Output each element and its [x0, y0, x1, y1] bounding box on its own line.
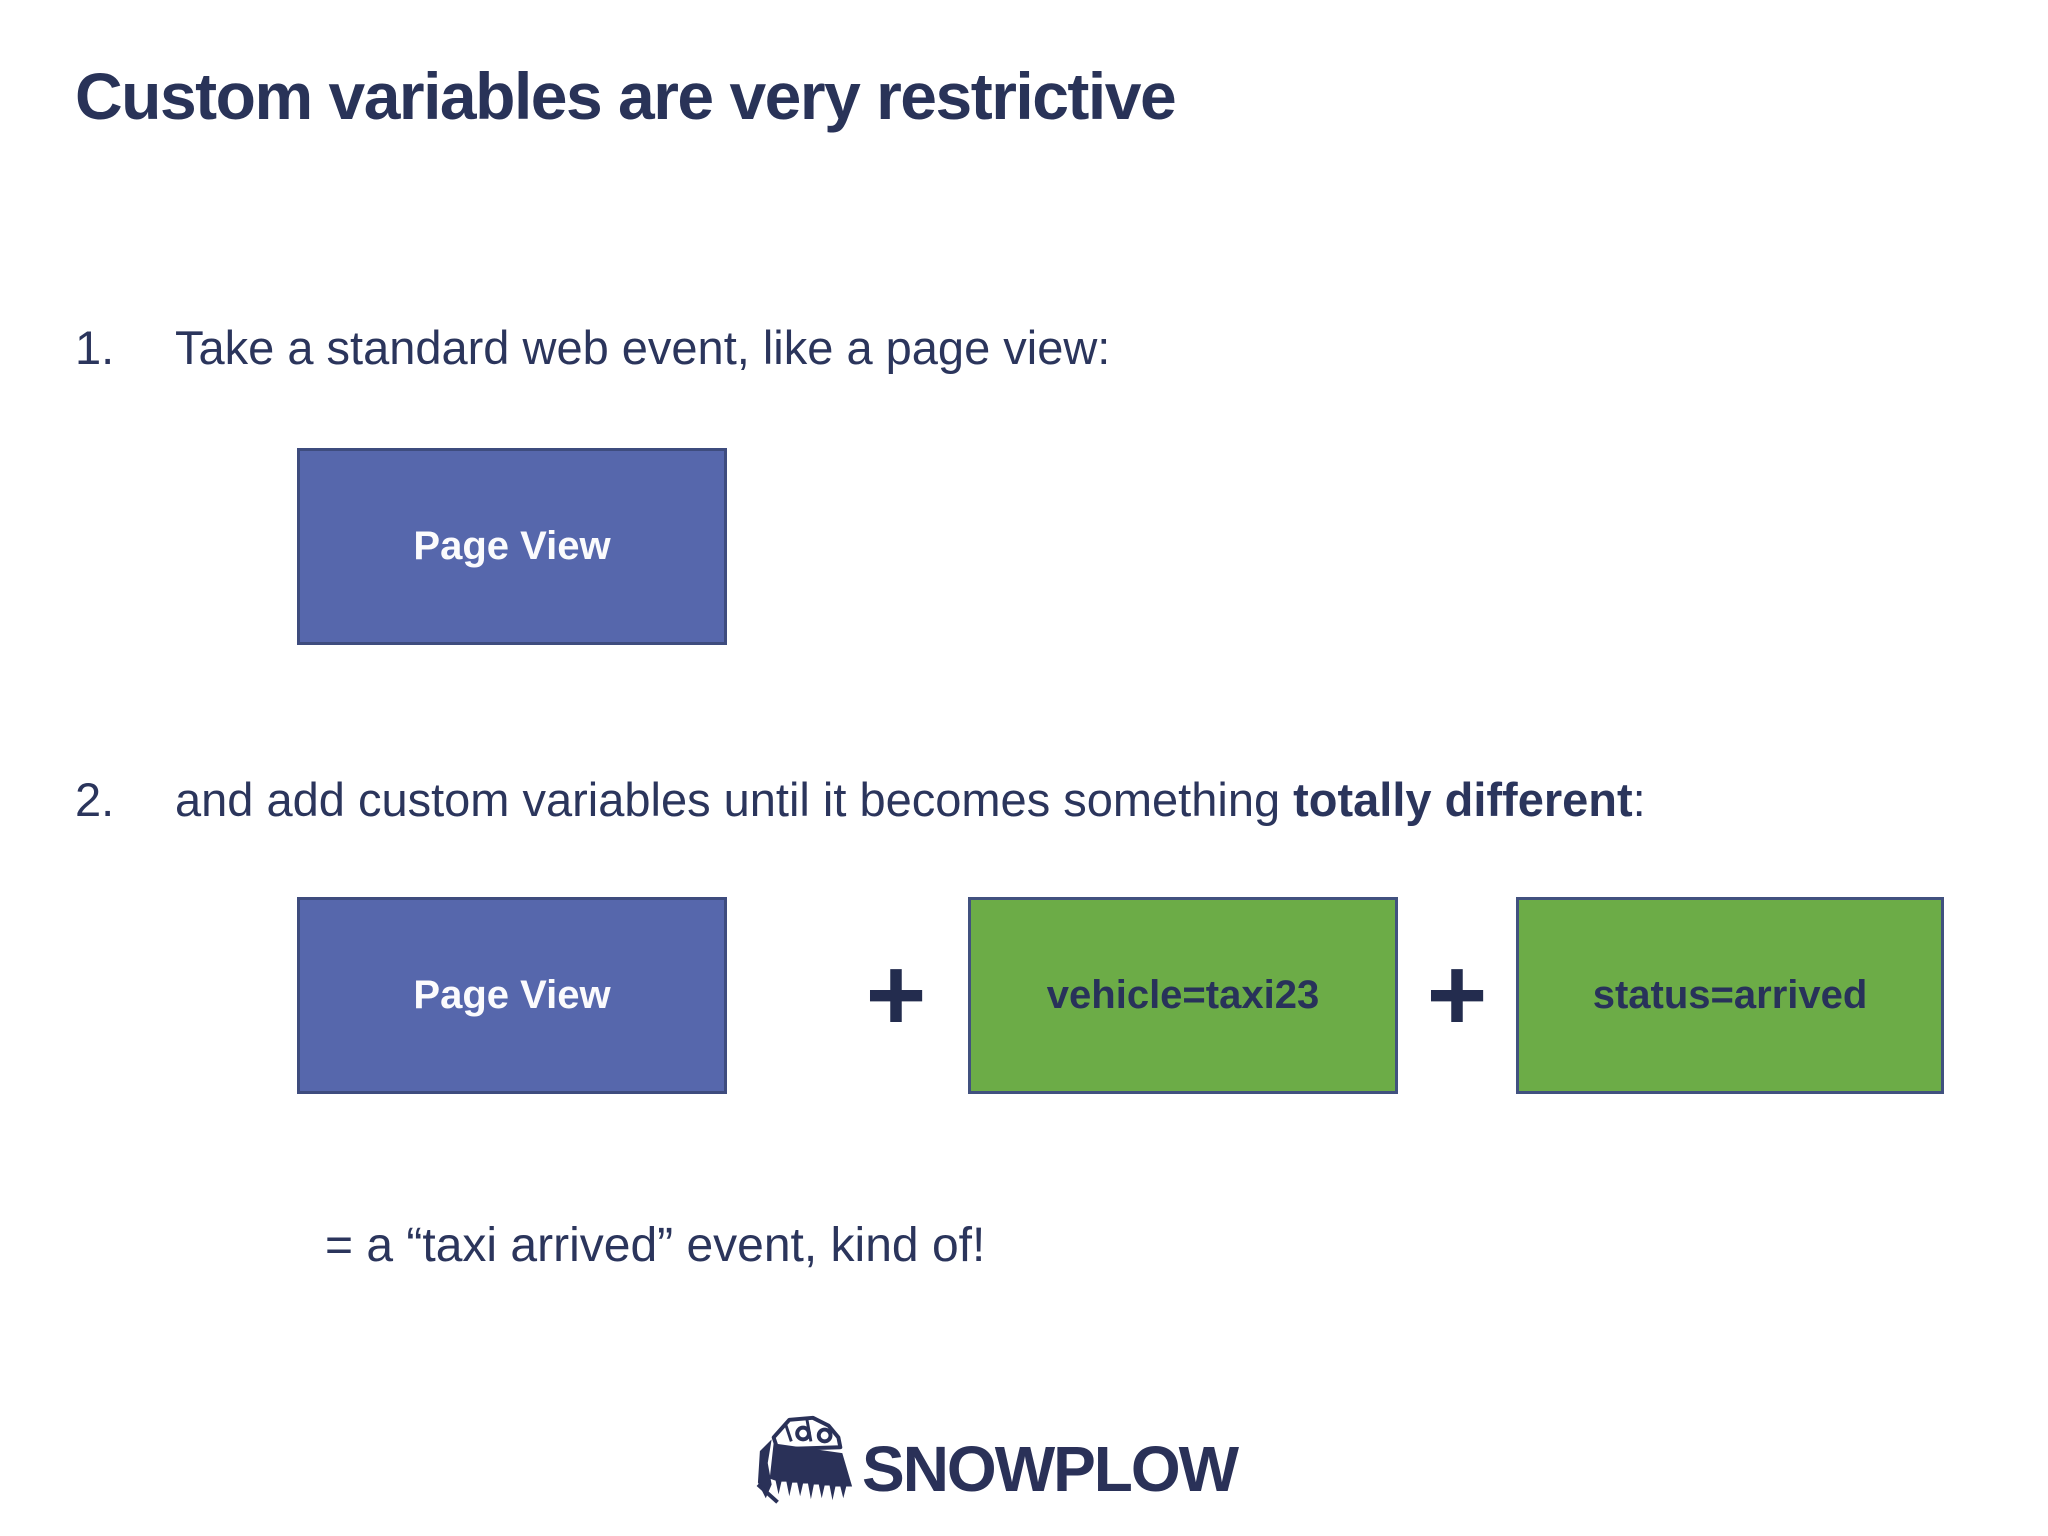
snowplow-logo: SNOWPLOW — [752, 1408, 1239, 1512]
page-view-box-1: Page View — [297, 448, 727, 645]
plus-sign-2: + — [1426, 937, 1488, 1053]
step-1-text: Take a standard web event, like a page v… — [175, 321, 1111, 374]
result-text: = a “taxi arrived” event, kind of! — [325, 1219, 986, 1272]
plus-sign-1: + — [865, 937, 927, 1053]
step-2: 2. and add custom variables until it bec… — [75, 772, 1646, 827]
variable-box-vehicle: vehicle=taxi23 — [968, 897, 1398, 1094]
snowplow-truck-icon — [756, 1415, 853, 1504]
step-1: 1. Take a standard web event, like a pag… — [75, 320, 1110, 375]
page-view-box-2-label: Page View — [413, 973, 611, 1017]
page-view-box-1-label: Page View — [413, 524, 611, 568]
page-view-box-2: Page View — [297, 897, 727, 1094]
step-2-number: 2. — [75, 773, 115, 826]
snowplow-logo-text: SNOWPLOW — [862, 1433, 1239, 1505]
variable-box-status-label: status=arrived — [1592, 973, 1868, 1017]
slide-title: Custom variables are very restrictive — [75, 59, 1177, 133]
step-1-number: 1. — [75, 321, 115, 374]
step-2-text: and add custom variables until it become… — [175, 773, 1646, 826]
variable-box-status: status=arrived — [1516, 897, 1944, 1094]
variable-box-vehicle-label: vehicle=taxi23 — [1046, 973, 1320, 1017]
